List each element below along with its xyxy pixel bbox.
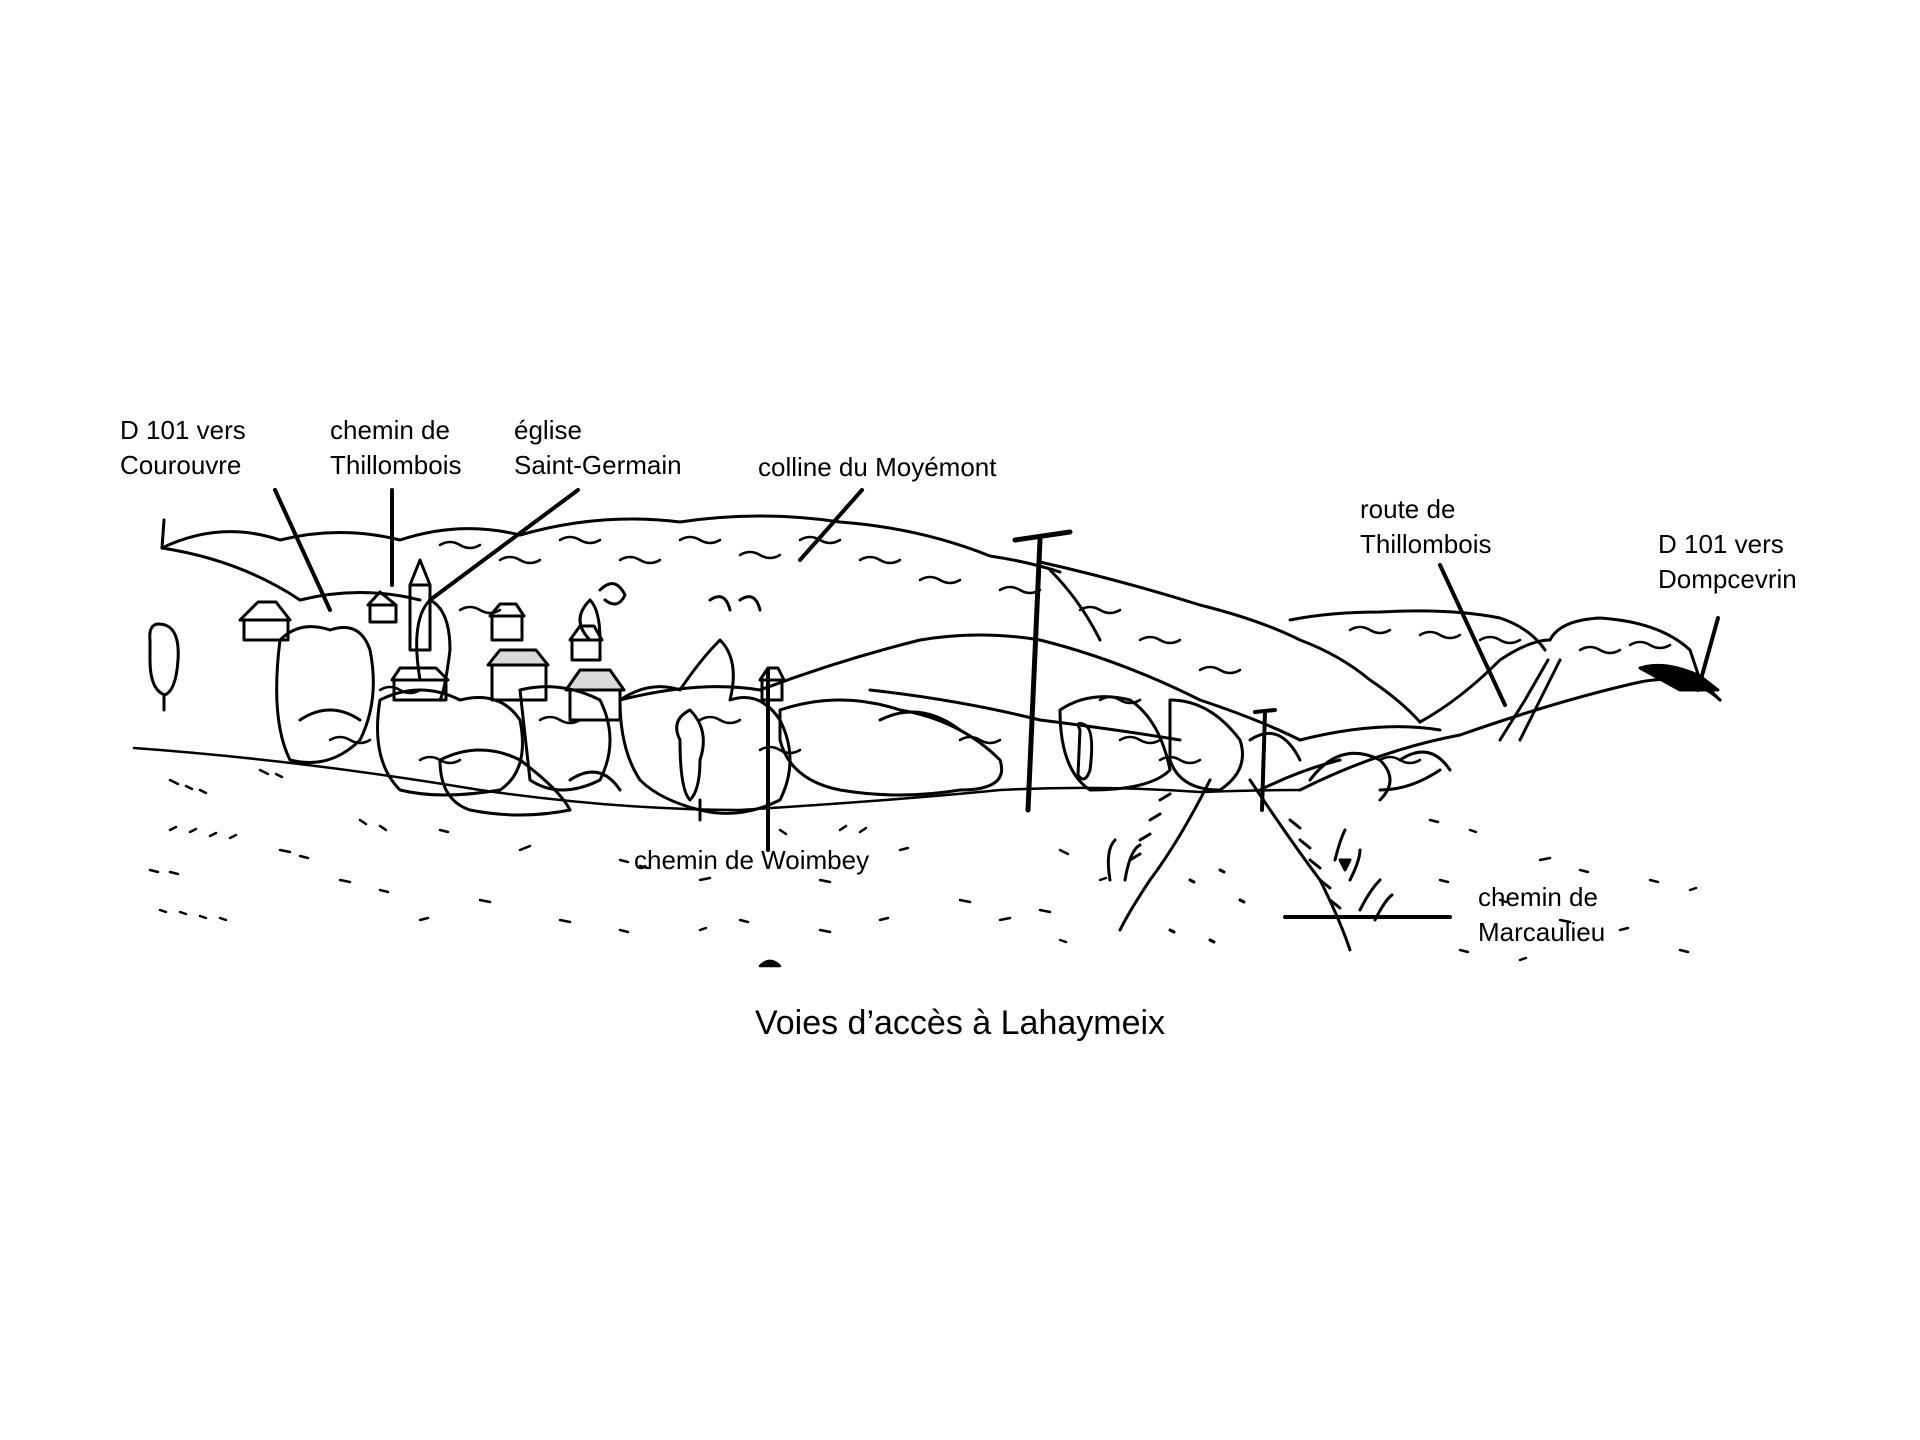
label-line: chemin de [1478, 882, 1598, 912]
label-line: Marcaulieu [1478, 917, 1606, 947]
label-line: Dompcevrin [1658, 564, 1797, 594]
right-hills [1038, 560, 1722, 792]
label-chemin-thillombois: chemin de Thillombois [330, 413, 462, 483]
label-d101-courouvre: D 101 vers Courouvre [120, 413, 246, 483]
label-eglise: église Saint-Germain [514, 413, 682, 483]
label-line: chemin de Woimbey [634, 845, 870, 875]
leader-eglise [428, 488, 580, 602]
leader-colline [798, 488, 864, 562]
label-route-thillombois: route de Thillombois [1360, 492, 1492, 562]
middle-hills [618, 568, 1342, 792]
label-line: église [514, 415, 582, 445]
label-chemin-marcaulieu: chemin de Marcaulieu [1478, 880, 1605, 950]
label-line: colline du Moyémont [758, 452, 997, 482]
label-line: D 101 vers [1658, 529, 1784, 559]
posts [1012, 529, 1277, 813]
label-chemin-woimbey: chemin de Woimbey [634, 843, 869, 878]
leader-d101-dompcevrin [1696, 616, 1720, 692]
label-line: chemin de [330, 415, 450, 445]
figure-caption: Voies d’accès à Lahaymeix [754, 1004, 1166, 1042]
label-line: route de [1360, 494, 1456, 524]
label-line: D 101 vers [120, 415, 246, 445]
leader-lines [273, 488, 1720, 919]
far-ridge [160, 514, 1062, 602]
leader-d101-courouvre [273, 488, 332, 612]
label-line: Thillombois [330, 450, 462, 480]
vegetation [148, 582, 1452, 822]
label-line: Courouvre [120, 450, 242, 480]
foreground-field [132, 746, 1698, 968]
marcaulieu-track [1106, 778, 1394, 952]
label-line: Saint-Germain [514, 450, 682, 480]
label-colline: colline du Moyémont [758, 450, 996, 485]
village-houses [238, 558, 786, 722]
label-d101-dompcevrin: D 101 vers Dompcevrin [1658, 527, 1797, 597]
label-line: Thillombois [1360, 529, 1492, 559]
leader-route-thillombois [1438, 563, 1507, 707]
